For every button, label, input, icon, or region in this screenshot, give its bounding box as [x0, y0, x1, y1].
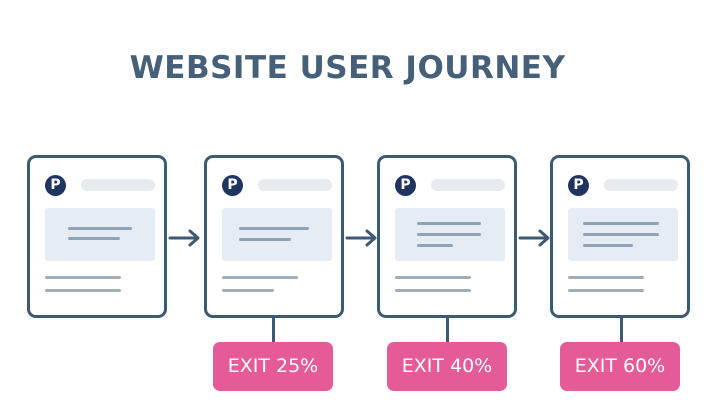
text-line — [45, 289, 121, 292]
url-bar-placeholder — [258, 179, 332, 191]
flow-arrow-icon — [518, 229, 550, 247]
hero-line — [583, 244, 633, 247]
hero-placeholder — [568, 208, 678, 261]
p-logo-icon: P — [395, 175, 416, 196]
url-bar-placeholder — [431, 179, 505, 191]
hero-line — [239, 238, 291, 241]
text-line — [568, 276, 644, 279]
hero-line — [68, 227, 132, 230]
text-line — [222, 276, 298, 279]
page-card-3: P — [377, 155, 517, 318]
p-logo-icon: P — [222, 175, 243, 196]
page-card-1: P — [27, 155, 167, 318]
text-line — [45, 276, 121, 279]
flow-arrow-icon — [345, 229, 377, 247]
hero-placeholder — [222, 208, 332, 261]
hero-line — [239, 227, 309, 230]
page-title: WEBSITE USER JOURNEY — [129, 50, 566, 86]
hero-placeholder — [395, 208, 505, 261]
url-bar-placeholder — [604, 179, 678, 191]
exit-badge-step-4: EXIT 60% — [560, 342, 680, 391]
hero-line — [583, 222, 659, 225]
hero-line — [583, 233, 659, 236]
exit-connector — [272, 318, 275, 344]
exit-badge-step-2: EXIT 25% — [213, 342, 333, 391]
hero-line — [417, 244, 453, 247]
text-line — [395, 276, 471, 279]
hero-line — [417, 222, 481, 225]
url-bar-placeholder — [81, 179, 155, 191]
hero-line — [417, 233, 481, 236]
flow-arrow-icon — [168, 229, 200, 247]
text-line — [395, 289, 471, 292]
exit-badge-step-3: EXIT 40% — [387, 342, 507, 391]
hero-placeholder — [45, 208, 155, 261]
hero-line — [68, 237, 120, 240]
exit-connector — [620, 318, 623, 344]
p-logo-icon: P — [568, 175, 589, 196]
page-card-2: P — [204, 155, 344, 318]
text-line — [222, 289, 274, 292]
p-logo-icon: P — [45, 175, 66, 196]
text-line — [568, 289, 644, 292]
exit-connector — [446, 318, 449, 344]
page-card-4: P — [550, 155, 690, 318]
